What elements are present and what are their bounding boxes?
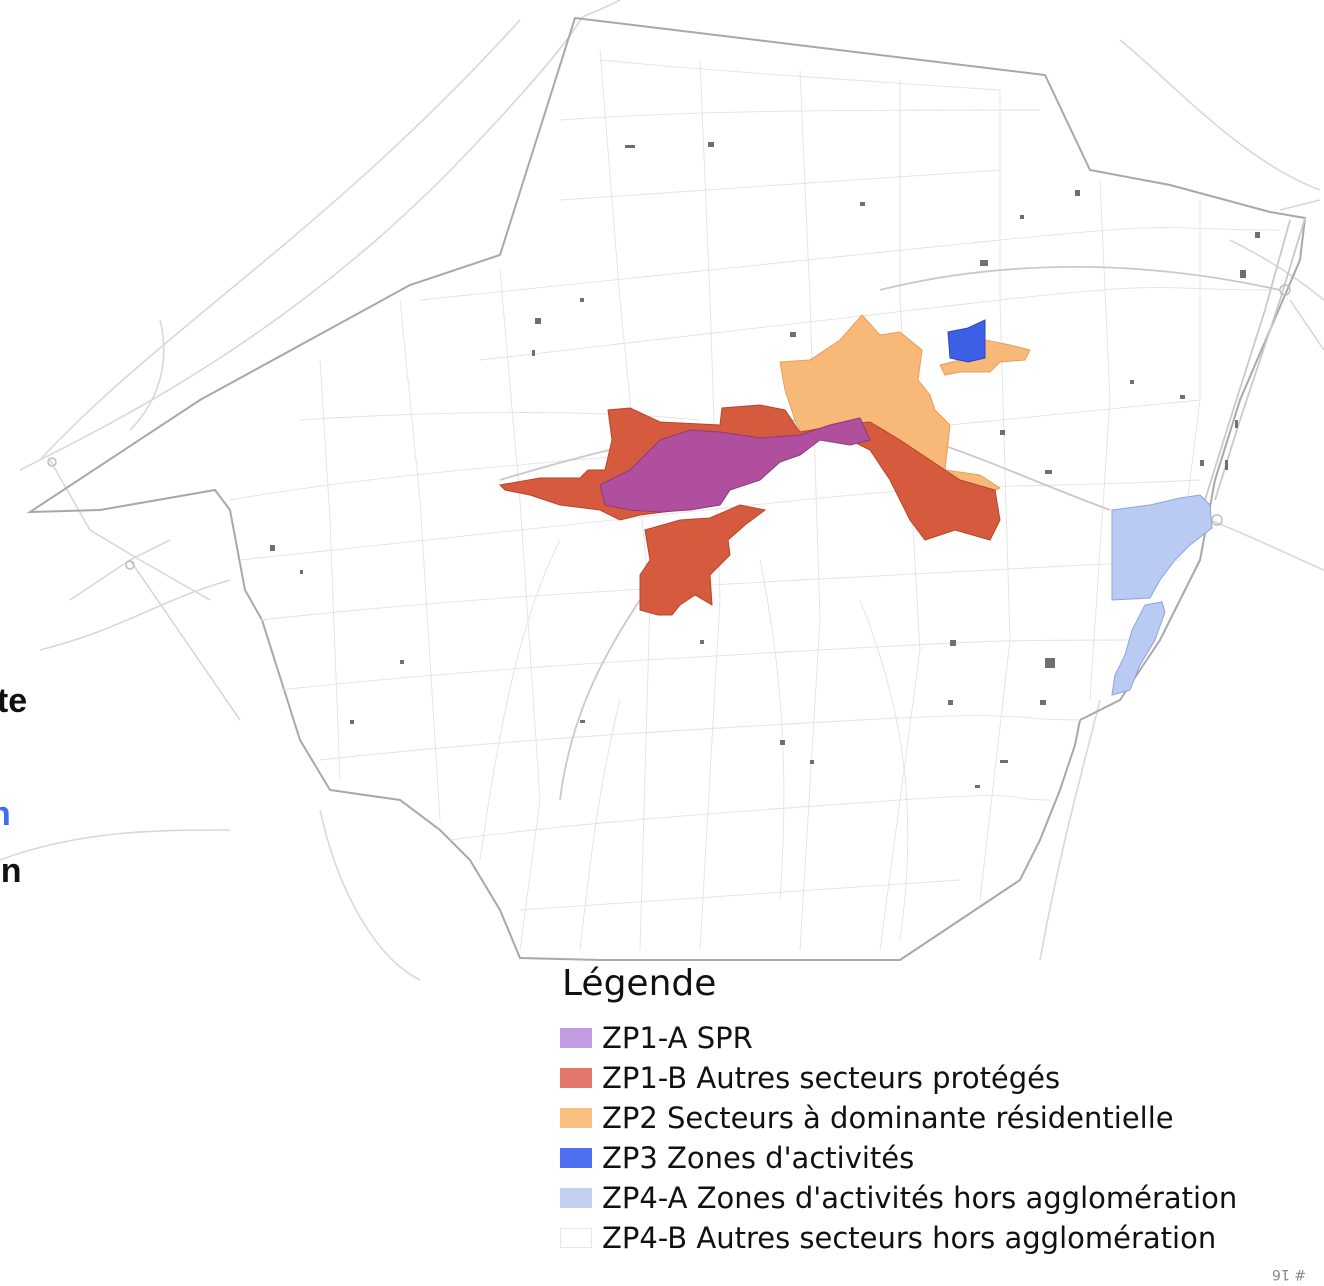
zone-zp4a-south bbox=[1111, 601, 1166, 696]
buildings bbox=[270, 142, 1260, 788]
zone-zp1a bbox=[599, 417, 871, 513]
zone-zp4a-north bbox=[1111, 494, 1213, 601]
legend-swatch-zp1-b bbox=[560, 1068, 592, 1088]
legend-item-zp2: ZP2 Secteurs à dominante résidentielle bbox=[560, 1098, 1237, 1138]
legend-swatch-zp4-b bbox=[560, 1228, 592, 1248]
legend-label-zp4-a: ZP4-A Zones d'activités hors agglomérati… bbox=[602, 1181, 1238, 1215]
legend-swatch-zp3 bbox=[560, 1148, 592, 1168]
zone-zp3 bbox=[947, 319, 986, 363]
background-roads bbox=[0, 0, 1324, 981]
legend-swatch-zp1-a bbox=[560, 1028, 592, 1048]
zone-zp1b-south bbox=[639, 504, 767, 616]
cut-off-text-line-2: n bbox=[0, 795, 11, 833]
cut-off-text-line-1: lite bbox=[0, 682, 28, 720]
legend-label-zp1-b: ZP1-B Autres secteurs protégés bbox=[602, 1061, 1061, 1095]
commune-boundary bbox=[26, 16, 1307, 961]
road-junctions bbox=[47, 284, 1291, 570]
map-legend: Légende ZP1-A SPR ZP1-B Autres secteurs p… bbox=[560, 962, 1237, 1258]
legend-item-zp4-b: ZP4-B Autres secteurs hors agglomération bbox=[560, 1218, 1237, 1258]
legend-item-zp3: ZP3 Zones d'activités bbox=[560, 1138, 1237, 1178]
page-number: # 16 bbox=[1272, 1266, 1306, 1282]
legend-swatch-zp2 bbox=[560, 1108, 592, 1128]
legend-title: Légende bbox=[562, 963, 717, 1004]
legend-label-zp1-a: ZP1-A SPR bbox=[602, 1021, 753, 1055]
legend-item-zp1-a: ZP1-A SPR bbox=[560, 1018, 1237, 1058]
legend-item-zp4-a: ZP4-A Zones d'activités hors agglomérati… bbox=[560, 1178, 1237, 1218]
street-mesh bbox=[229, 49, 1281, 951]
legend-label-zp4-b: ZP4-B Autres secteurs hors agglomération bbox=[602, 1221, 1217, 1255]
legend-swatch-zp4-a bbox=[560, 1188, 592, 1208]
legend-label-zp2: ZP2 Secteurs à dominante résidentielle bbox=[602, 1101, 1174, 1135]
cut-off-text-line-3: on bbox=[0, 852, 22, 890]
legend-item-zp1-b: ZP1-B Autres secteurs protégés bbox=[560, 1058, 1237, 1098]
legend-label-zp3: ZP3 Zones d'activités bbox=[602, 1141, 915, 1175]
